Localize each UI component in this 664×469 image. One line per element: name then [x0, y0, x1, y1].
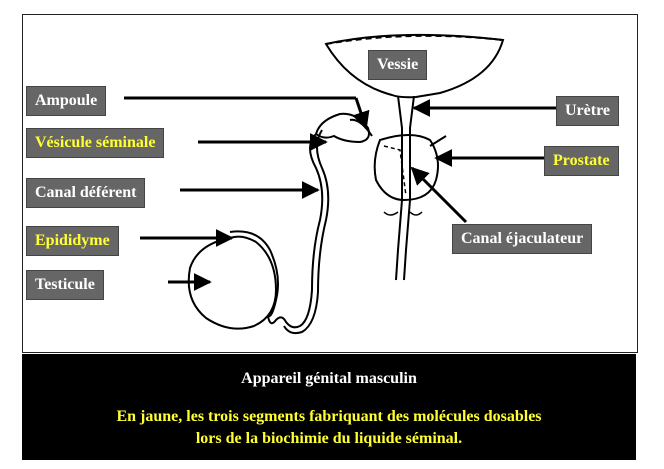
label-prostate: Prostate	[544, 146, 619, 176]
bladder-top-dashed	[325, 34, 504, 45]
caption-box: Appareil génital masculin En jaune, les …	[22, 354, 636, 460]
label-canal-deferent: Canal déférent	[26, 178, 146, 208]
testicle-shape	[187, 235, 278, 330]
label-epididyme: Epididyme	[26, 226, 119, 256]
urethra-shape-2	[403, 95, 415, 281]
urethra-shape	[395, 95, 403, 281]
label-canal-ejaculateur: Canal éjaculateur	[452, 224, 593, 254]
epididymis-shape	[229, 230, 279, 318]
arrow-canal-ejaculateur	[410, 166, 468, 224]
vesicle-shape	[314, 112, 370, 144]
duct-small-2	[383, 211, 423, 216]
arrow-ampoule-down	[352, 97, 370, 130]
label-vesicule-seminale: Vésicule séminale	[26, 128, 165, 158]
bladder-shape	[324, 33, 505, 99]
label-vessie: Vessie	[368, 50, 428, 80]
caption-note-line-2: lors de la biochimie du liquide séminal.	[195, 430, 463, 447]
label-testicule: Testicule	[26, 270, 104, 300]
label-uretre: Urètre	[556, 96, 619, 126]
vas-deferens-shape	[267, 133, 324, 329]
ejaculatory-duct-dashed	[383, 145, 407, 197]
vas-deferens-shape-2	[283, 129, 330, 335]
caption-title: Appareil génital masculin	[241, 370, 417, 387]
label-ampoule: Ampoule	[26, 86, 107, 116]
caption-note-line-1: En jaune, les trois segments fabriquant …	[116, 408, 542, 425]
prostate-shape	[373, 134, 439, 202]
duct-small	[429, 135, 447, 147]
